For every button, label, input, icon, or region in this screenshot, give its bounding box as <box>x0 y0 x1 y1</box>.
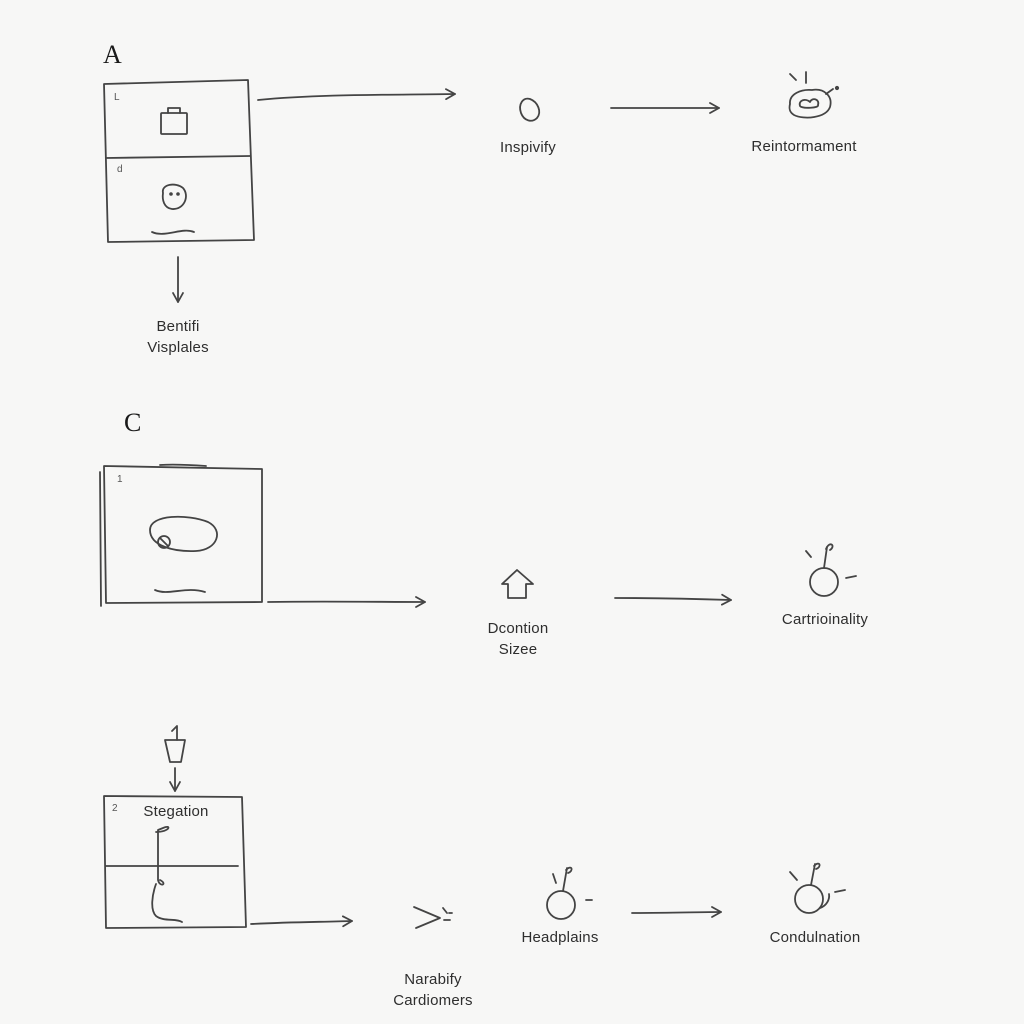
home-icon <box>501 569 534 599</box>
c-node-2-label: Cartrioinality <box>781 611 869 628</box>
bottom-node-1-label: Narabify Cardiomers <box>393 969 473 1011</box>
section-c-label: C <box>124 408 142 437</box>
face-icon <box>151 183 195 235</box>
a-below-label: Bentifi Visplales <box>147 316 209 358</box>
a-node-2-label: Reintormament <box>751 138 857 155</box>
cup-icon <box>164 725 186 763</box>
cloud-idea-icon <box>788 71 840 119</box>
arrow-c-node-1-to-node-2 <box>614 593 732 606</box>
panel-bottom-mark: 2 <box>112 803 118 814</box>
arrow-a-to-node-1 <box>257 88 456 101</box>
a-below-label-line-1: Bentifi <box>156 318 200 335</box>
ellipse-icon <box>149 515 218 593</box>
c-node-1-label: Dcontion Sizee <box>488 618 549 660</box>
briefcase-icon <box>160 107 188 135</box>
bottom-node-1-label-line-2: Cardiomers <box>393 992 473 1009</box>
bottom-node-3-label: Condulnation <box>769 929 861 946</box>
arrow-bottom-to-node-1 <box>250 915 353 928</box>
spark-icon <box>413 906 453 929</box>
section-c-panel <box>99 463 263 607</box>
bottom-node-1-label-line-1: Narabify <box>404 971 462 988</box>
lightbulb-circle-icon <box>789 862 846 914</box>
a-node-1-label: Inspivify <box>500 139 556 156</box>
bottom-panel-title: Stegation <box>143 803 209 820</box>
c-node-1-label-line-2: Sizee <box>498 641 538 658</box>
panel-a-bottom-mark: d <box>117 164 123 175</box>
lightbulb-circle-icon <box>546 866 593 920</box>
bottom-node-2-label: Headplains <box>521 929 599 946</box>
circle-icon <box>519 97 541 122</box>
panel-c-mark: 1 <box>117 474 123 485</box>
section-a-panel <box>103 79 255 243</box>
c-node-1-label-line-1: Dcontion <box>487 620 549 637</box>
section-bottom-panel <box>103 795 247 929</box>
a-below-label-line-2: Visplales <box>147 339 209 356</box>
panel-a-top-mark: L <box>114 92 120 103</box>
section-a-label: A <box>103 40 122 69</box>
arrow-bottom-node-2-to-node-3 <box>631 906 722 918</box>
lightbulb-circle-icon <box>805 543 857 597</box>
